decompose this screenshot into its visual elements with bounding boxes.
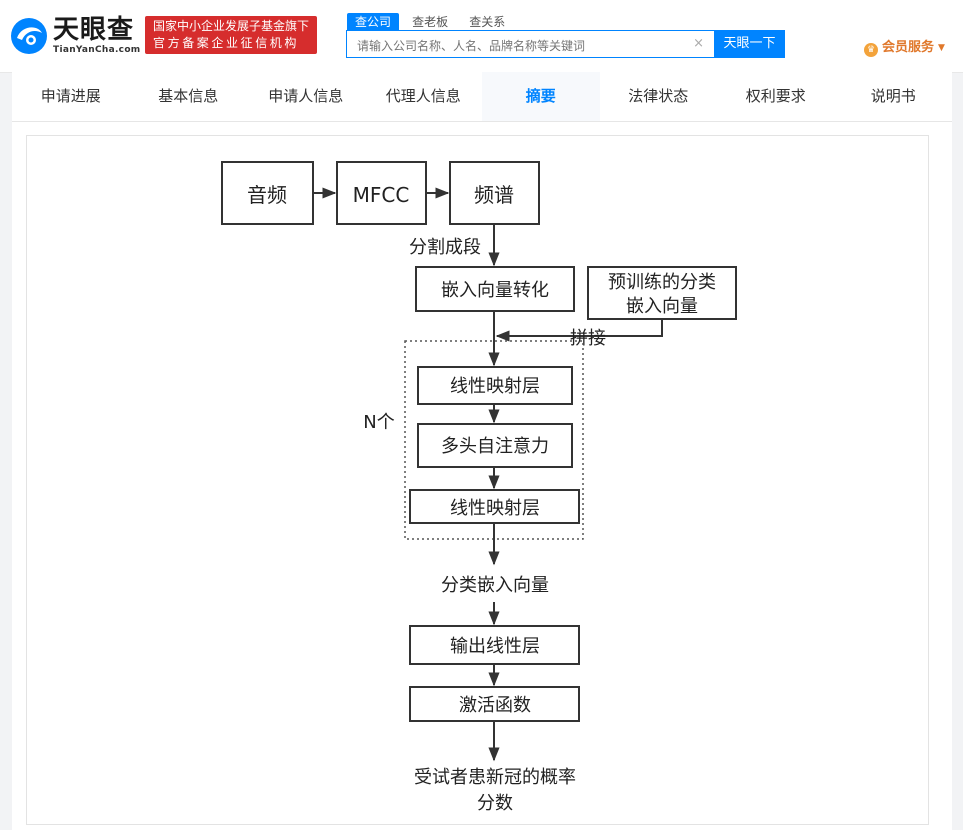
search-button[interactable]: 天眼一下	[714, 30, 785, 58]
box-pretrained-line1: 预训练的分类	[608, 272, 716, 293]
chevron-down-icon: ▼	[938, 43, 945, 53]
tab-claims[interactable]: 权利要求	[745, 87, 806, 105]
box-mfcc: MFCC	[336, 161, 427, 225]
badge-line-2: 官方备案企业征信机构	[153, 36, 300, 50]
government-badge: 国家中小企业发展子基金旗下 官方备案企业征信机构	[145, 16, 317, 54]
crown-icon: ♛	[864, 43, 878, 57]
label-concat: 拼接	[570, 328, 606, 349]
search-input[interactable]	[355, 36, 689, 56]
tab-legal-status[interactable]: 法律状态	[628, 87, 689, 105]
tianyancha-logo[interactable]: 天眼查 TianYanCha.com	[9, 14, 141, 58]
member-service-label: 会员服务	[882, 40, 935, 55]
arrow-concat	[495, 319, 663, 342]
box-linear-2: 线性映射层	[409, 489, 580, 524]
box-linear-1: 线性映射层	[417, 366, 573, 405]
box-spectrum: 频谱	[449, 161, 540, 225]
label-split: 分割成段	[409, 237, 481, 258]
box-output-label: 输出线性层	[450, 636, 540, 657]
abstract-figure: 音频 MFCC 频谱 分割成段 嵌入向量转化 预训练的分类 嵌入向量 拼接	[26, 135, 929, 825]
box-attention: 多头自注意力	[417, 423, 573, 468]
box-embed-label: 嵌入向量转化	[441, 280, 549, 301]
box-audio: 音频	[221, 161, 314, 225]
logo-text: 天眼查	[53, 15, 135, 45]
box-spectrum-label: 频谱	[474, 183, 514, 207]
search-tabs: 查公司 查老板 查关系	[347, 11, 513, 32]
box-linear-1-label: 线性映射层	[450, 376, 540, 397]
label-cls-embedding: 分类嵌入向量	[441, 575, 549, 596]
flowchart-diagram: 音频 MFCC 频谱 分割成段 嵌入向量转化 预训练的分类 嵌入向量 拼接	[221, 161, 737, 814]
box-linear-2-label: 线性映射层	[450, 498, 540, 519]
search-tab-company[interactable]: 查公司	[347, 13, 400, 32]
logo-mark-icon	[11, 18, 47, 54]
box-pretrained-embedding: 预训练的分类 嵌入向量	[587, 266, 737, 320]
tab-agent-info[interactable]: 代理人信息	[385, 87, 461, 105]
badge-line-1: 国家中小企业发展子基金旗下	[153, 19, 310, 33]
box-embed: 嵌入向量转化	[415, 266, 575, 312]
search-tab-boss[interactable]: 查老板	[412, 15, 449, 29]
box-activation: 激活函数	[409, 686, 580, 722]
clear-icon[interactable]: ×	[693, 36, 704, 51]
tab-application-progress[interactable]: 申请进展	[40, 87, 101, 105]
patent-nav-tabs: 申请进展 基本信息 申请人信息 代理人信息 摘要 法律状态 权利要求 说明书	[12, 72, 952, 122]
box-activation-label: 激活函数	[459, 695, 531, 716]
label-n-repeat: N个	[363, 412, 394, 433]
box-attention-label: 多头自注意力	[441, 436, 549, 457]
box-audio-label: 音频	[247, 183, 287, 207]
search-box: ×	[346, 30, 714, 58]
tab-applicant-info[interactable]: 申请人信息	[268, 87, 344, 105]
tab-basic-info[interactable]: 基本信息	[158, 87, 219, 105]
member-service-link[interactable]: ♛ 会员服务▼	[864, 36, 945, 57]
box-mfcc-label: MFCC	[353, 183, 410, 207]
tab-description[interactable]: 说明书	[870, 87, 916, 105]
top-header: 天眼查 TianYanCha.com 国家中小企业发展子基金旗下 官方备案企业征…	[0, 0, 963, 73]
box-pretrained-line2: 嵌入向量	[626, 296, 698, 317]
search-tab-relation[interactable]: 查关系	[469, 15, 506, 29]
label-result-line2: 分数	[477, 793, 513, 814]
tab-abstract[interactable]: 摘要	[482, 72, 600, 121]
box-output-linear: 输出线性层	[409, 625, 580, 665]
logo-subtitle: TianYanCha.com	[53, 45, 141, 55]
label-result-line1: 受试者患新冠的概率	[414, 767, 576, 788]
